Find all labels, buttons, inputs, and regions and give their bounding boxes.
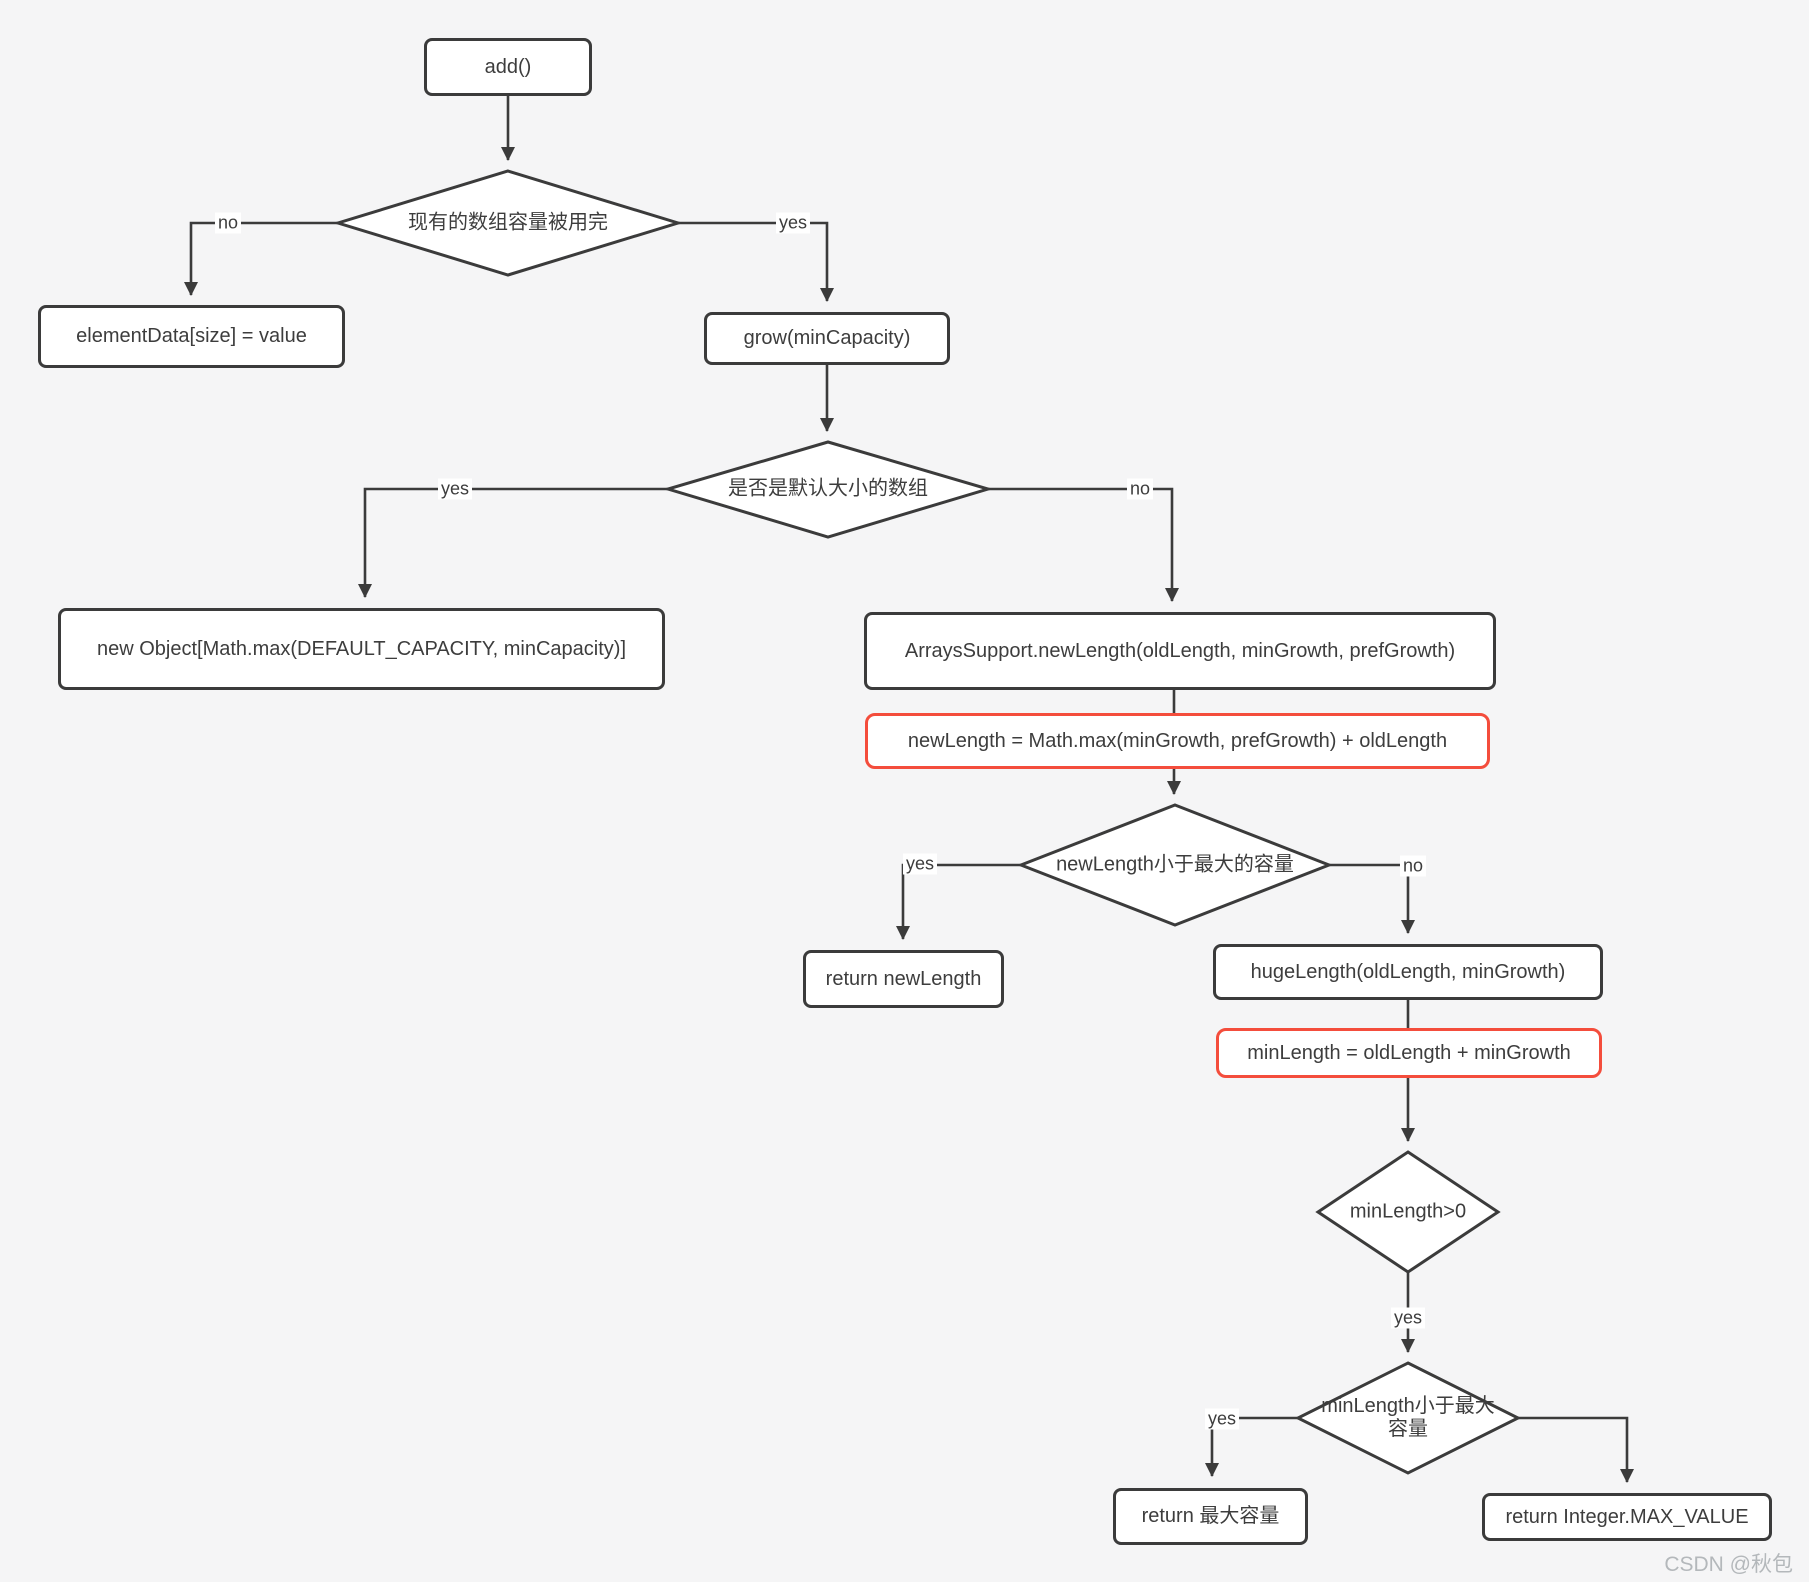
node-return-integer-max-value: return Integer.MAX_VALUE [1482, 1493, 1772, 1541]
decision-is-default-size-label: 是否是默认大小的数组 [728, 477, 928, 500]
edge-default-yes [358, 487, 668, 598]
decision-newlength-lt-max-label: newLength小于最大的容量 [1056, 853, 1294, 876]
decision-minlength-lt-max-line1: minLength小于最大 [1321, 1395, 1495, 1417]
decision-minlength-lt-max-line2: 容量 [1388, 1418, 1428, 1440]
edge-label-default-no: no [1126, 478, 1154, 500]
csdn-watermark: CSDN @秋包 [1664, 1553, 1793, 1576]
decision-is-default-size-shape [662, 440, 994, 539]
node-min-length-formula: minLength = oldLength + minGrowth [1216, 1028, 1602, 1078]
decision-minlength-lt-max-shape [1294, 1361, 1522, 1475]
edge-label-capacity-yes: yes [775, 212, 811, 234]
node-new-length-formula: newLength = Math.max(minGrowth, prefGrow… [865, 713, 1490, 769]
edge-label-capacity-no: no [214, 212, 242, 234]
edge-capacity-no [184, 221, 338, 296]
edge-newlength-yes [896, 863, 1021, 940]
decision-capacity-used-up-label: 现有的数组容量被用完 [408, 211, 608, 234]
decision-minlength-gt-zero-label: minLength>0 [1349, 1200, 1467, 1223]
edge-label-minlength-max-yes: yes [1204, 1408, 1240, 1430]
edge-minlengthmax-right [1518, 1416, 1634, 1483]
node-return-max-capacity: return 最大容量 [1113, 1488, 1308, 1545]
edge-default-no [988, 487, 1179, 602]
edge-label-default-yes: yes [437, 478, 473, 500]
decision-newlength-lt-max-shape [1016, 803, 1334, 927]
node-huge-length: hugeLength(oldLength, minGrowth) [1213, 944, 1603, 1000]
edge-label-newlength-yes: yes [902, 853, 938, 875]
edge-label-minlength-positive-yes: yes [1390, 1307, 1426, 1329]
node-element-data-assign: elementData[size] = value [38, 305, 345, 368]
edge-newlength-no [1329, 863, 1415, 934]
decision-minlength-gt-zero-shape [1315, 1150, 1501, 1274]
node-return-new-length: return newLength [803, 950, 1004, 1008]
edge-capacity-yes [678, 221, 834, 302]
node-add: add() [424, 38, 592, 96]
node-new-object: new Object[Math.max(DEFAULT_CAPACITY, mi… [58, 608, 665, 690]
node-grow: grow(minCapacity) [704, 312, 950, 365]
decision-capacity-used-up-shape [332, 169, 684, 277]
decision-minlength-lt-max-label: minLength小于最大 容量 [1321, 1395, 1494, 1441]
edge-label-newlength-no: no [1399, 855, 1427, 877]
node-arrays-support-new-length: ArraysSupport.newLength(oldLength, minGr… [864, 612, 1496, 690]
